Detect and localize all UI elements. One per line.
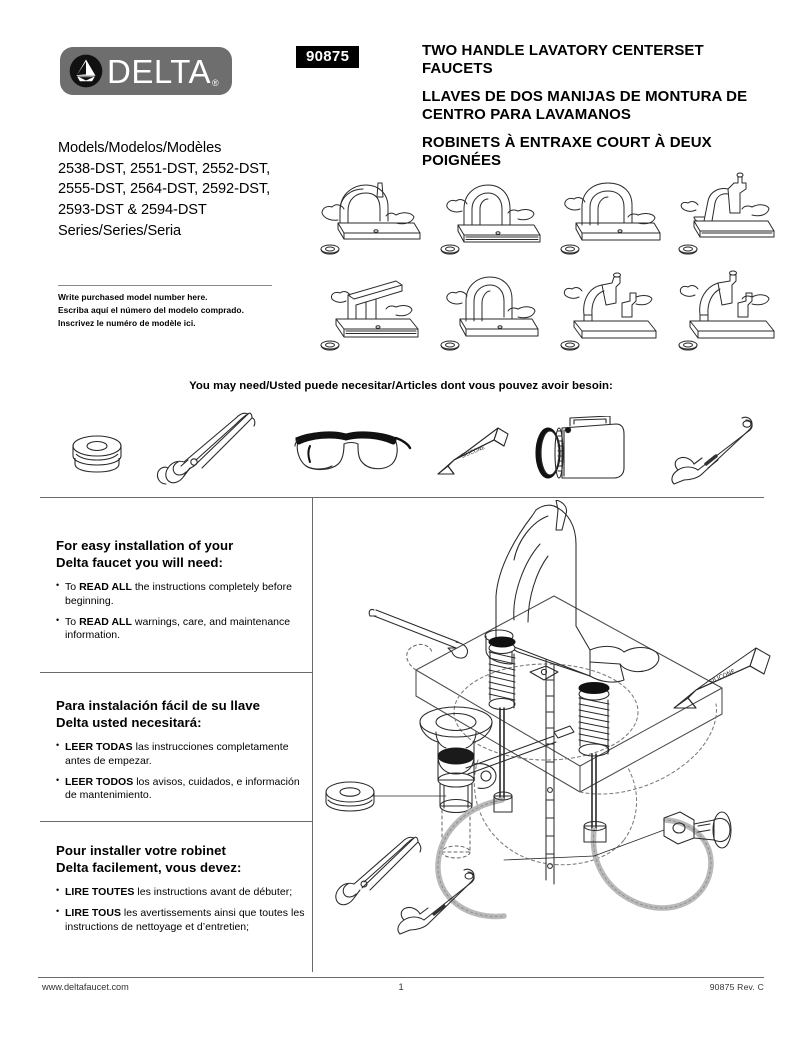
- footer-revision: 90875 Rev. C: [709, 982, 764, 992]
- you-may-need-heading: You may need/Usted puede necesitar/Artic…: [189, 380, 613, 392]
- registered-mark: ®: [211, 78, 219, 88]
- instructions-spanish-item-2: LEER TODOS los avisos, cuidados, e infor…: [56, 775, 306, 804]
- adjustable-wrench-icon: [397, 868, 475, 935]
- pliers-icon: [148, 410, 260, 497]
- document-number-badge: 90875: [296, 46, 360, 68]
- item-emphasis: LIRE TOUS: [65, 906, 121, 919]
- clevis-strap: [465, 659, 575, 885]
- section-divider-top: [40, 497, 764, 498]
- column-divider: [312, 497, 313, 972]
- faucet-variant-7: [550, 259, 670, 354]
- divider-spanish-french: [40, 821, 312, 822]
- faucet-variant-4: [668, 163, 788, 258]
- pop-up-drain: [419, 706, 497, 859]
- item-post: warnings, care, and maintenance informat…: [65, 615, 291, 642]
- faucet-variant-8: [668, 259, 788, 354]
- instructions-english-item-2: To READ ALL warnings, care, and maintena…: [56, 615, 306, 644]
- footer-website: www.deltafaucet.com: [42, 982, 129, 992]
- pliers-icon: [335, 836, 422, 906]
- instructions-english-item-1: To READ ALL the instructions completely …: [56, 580, 306, 609]
- item-emphasis: LIRE TOUTES: [65, 885, 135, 898]
- instructions-french-item-1: LIRE TOUTES les instructions avant de dé…: [56, 885, 306, 900]
- mounting-nuts: [488, 636, 610, 831]
- instructions-french-item-2: LIRE TOUS les avertissements ainsi que t…: [56, 906, 306, 935]
- instructions-english: For easy installation of your Delta fauc…: [56, 538, 306, 650]
- supply-lines: [435, 797, 714, 920]
- delta-triangle-icon: [69, 54, 103, 88]
- item-emphasis: READ ALL: [79, 615, 132, 628]
- title-group: TWO HANDLE LAVATORY CENTERSET FAUCETS LL…: [422, 42, 772, 171]
- adjustable-wrench-icon: [662, 416, 758, 491]
- item-post: los avisos, cuidados, e información de m…: [65, 775, 300, 802]
- tools-row: SILICONE: [40, 404, 764, 494]
- faucet-variant-2: [430, 163, 550, 258]
- lift-rod: [368, 608, 469, 659]
- item-emphasis: LEER TODAS: [65, 740, 133, 753]
- flashlight-icon: [514, 415, 636, 493]
- title-french: ROBINETS À ENTRAXE COURT À DEUX POIGNÉES: [422, 133, 712, 170]
- faucet-variant-5: [310, 259, 430, 354]
- instructions-spanish: Para instalación fácil de su llave Delta…: [56, 698, 306, 810]
- footer-divider: [38, 977, 764, 978]
- item-post: las instrucciones completamente antes de…: [65, 740, 289, 767]
- item-post: les instructions avant de débuter;: [134, 885, 293, 898]
- title-english: TWO HANDLE LAVATORY CENTERSET FAUCETS: [422, 42, 704, 78]
- callout-lines: [371, 795, 665, 861]
- item-post: the instructions completely before begin…: [65, 580, 292, 607]
- faucet-body: [484, 499, 660, 683]
- silicone-label: SILICONE: [708, 668, 737, 686]
- hose-couplings: [493, 791, 607, 843]
- model-write-in-caption: Write purchased model number here. Escri…: [58, 292, 244, 328]
- faucet-variant-1: [310, 163, 430, 258]
- model-numbers: Models/Modelos/Modèles 2538-DST, 2551-DS…: [58, 140, 271, 239]
- item-pre: To: [65, 615, 80, 628]
- plumbers-tape-icon: [66, 426, 128, 489]
- item-emphasis: READ ALL: [79, 580, 132, 593]
- faucet-installation-exploded-view: SILICONE: [318, 499, 788, 972]
- instructions-french-heading: Pour installer votre robinet Delta facil…: [56, 843, 242, 875]
- delta-logo: DELTA ®: [60, 47, 232, 95]
- item-pre: To: [65, 580, 80, 593]
- instructions-spanish-item-1: LEER TODAS las instrucciones completamen…: [56, 740, 306, 769]
- footer-page-number: 1: [398, 982, 404, 992]
- instructions-english-heading: For easy installation of your Delta fauc…: [56, 538, 234, 570]
- silicone-tube-icon: SILICONE: [432, 422, 516, 489]
- title-spanish: LLAVES DE DOS MANIJAS DE MONTURA DE CENT…: [422, 87, 748, 124]
- item-emphasis: LEER TODOS: [65, 775, 134, 788]
- faucet-variant-grid: [310, 163, 788, 353]
- divider-english-spanish: [40, 672, 312, 673]
- model-write-in-line: [58, 285, 272, 286]
- document-header: DELTA ® 90875 TWO HANDLE LAVATORY CENTER…: [0, 0, 802, 239]
- brand-name: DELTA: [107, 52, 211, 90]
- faucet-variant-3: [550, 163, 670, 258]
- faucet-variant-6: [430, 259, 550, 354]
- instructions-spanish-heading: Para instalación fácil de su llave Delta…: [56, 698, 261, 730]
- plumbers-tape-icon: [325, 781, 375, 812]
- item-post: les avertissements ainsi que toutes les …: [65, 906, 305, 933]
- safety-glasses-icon: [290, 426, 412, 487]
- instructions-french: Pour installer votre robinet Delta facil…: [56, 843, 306, 941]
- shutoff-valve: [663, 811, 732, 849]
